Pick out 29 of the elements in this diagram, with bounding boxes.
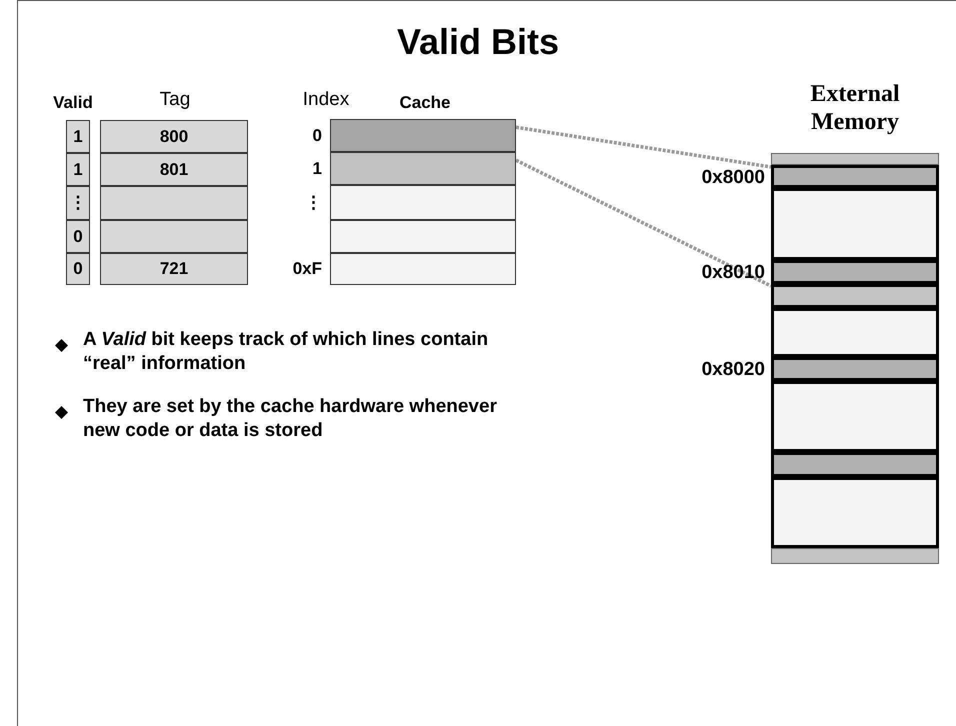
column-heading: External Memory (809, 80, 901, 136)
address-label: 0x8000 (700, 167, 765, 189)
table-cell: 801 (100, 153, 248, 186)
table-cell: ⋮ (66, 186, 90, 220)
bullet-text: They are set by the cache hardware whenever new code or data is stored (83, 395, 498, 443)
column-header: Cache (398, 92, 452, 114)
address-label: 0x8010 (700, 262, 765, 284)
index-label: 0xF (292, 259, 322, 279)
table-cell: 721 (100, 253, 248, 285)
memory-edge-bar (771, 548, 939, 564)
column-header: Tag (158, 88, 192, 112)
column-header: Valid (52, 92, 94, 114)
slide-title: Valid Bits (396, 20, 560, 64)
column-header: Index (302, 88, 350, 112)
table-cell: 1 (66, 153, 90, 186)
table-cell: 800 (100, 120, 248, 153)
dashed-connector (515, 158, 772, 288)
index-label: ⋮ (304, 192, 322, 212)
bullet-text: A Valid bit keeps track of which lines contain “real” information (83, 328, 490, 376)
table-cell: 0 (66, 253, 90, 285)
table-cell (100, 186, 248, 220)
table-cell: 0 (66, 220, 90, 253)
memory-edge-bar (771, 153, 939, 165)
index-label: 0 (312, 126, 322, 146)
table-cell (100, 220, 248, 253)
index-label: 1 (312, 158, 322, 178)
dashed-connector (516, 126, 772, 169)
address-label: 0x8020 (700, 359, 765, 381)
table-cell: 1 (66, 120, 90, 153)
